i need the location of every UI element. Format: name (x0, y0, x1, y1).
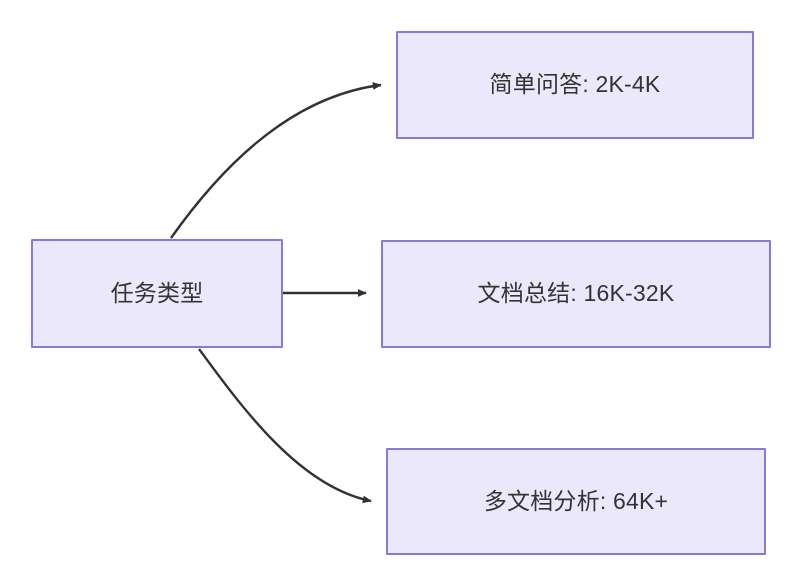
edge-root-to-task-1 (170, 82, 382, 239)
node-simple-qa-label: 简单问答: 2K-4K (489, 71, 661, 98)
node-simple-qa[interactable]: 简单问答: 2K-4K (396, 31, 754, 139)
node-multi-document-analysis[interactable]: 多文档分析: 64K+ (386, 448, 766, 555)
node-multi-document-analysis-label: 多文档分析: 64K+ (483, 487, 669, 514)
node-document-summary[interactable]: 文档总结: 16K-32K (381, 240, 771, 348)
node-document-summary-label: 文档总结: 16K-32K (477, 280, 675, 307)
edge-root-to-task-3 (198, 348, 372, 504)
node-root-label: 任务类型 (110, 279, 204, 306)
node-root-task-type[interactable]: 任务类型 (31, 239, 283, 348)
